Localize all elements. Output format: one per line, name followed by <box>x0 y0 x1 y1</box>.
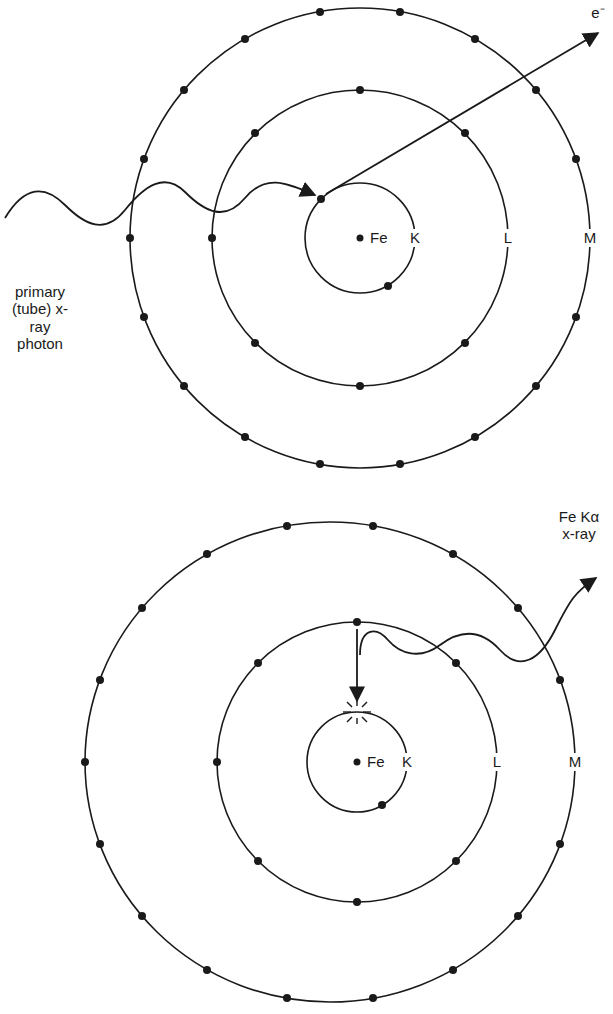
electron <box>96 840 104 848</box>
electron <box>514 604 522 612</box>
electron <box>452 659 460 667</box>
electron <box>471 433 479 441</box>
electron <box>532 382 540 390</box>
transition-arrow <box>356 629 358 701</box>
electron <box>449 550 457 558</box>
ejected-electron-arrow <box>326 33 598 194</box>
electron <box>572 155 580 163</box>
electron <box>452 857 460 865</box>
k-alpha-wave <box>360 578 596 661</box>
electron <box>384 282 392 290</box>
l-shell <box>217 622 497 902</box>
electron <box>353 898 361 906</box>
photon-wave <box>5 182 315 225</box>
element-label: Fe <box>365 753 387 770</box>
electron <box>203 966 211 974</box>
nucleus <box>354 759 361 766</box>
emission-label: Fe Kα x-ray <box>549 508 609 543</box>
electron <box>316 460 324 468</box>
top-atom-shells <box>130 8 590 468</box>
electron <box>572 313 580 321</box>
electron <box>369 522 377 530</box>
k-shell <box>307 712 407 812</box>
shell-label: M <box>567 753 584 770</box>
electron <box>180 86 188 94</box>
element-label: Fe <box>368 229 390 246</box>
electron <box>556 840 564 848</box>
electron <box>449 966 457 974</box>
burst-ray <box>362 702 367 707</box>
nucleus <box>357 235 364 242</box>
electron <box>254 857 262 865</box>
m-shell <box>85 522 575 1002</box>
bottom-electrons <box>81 522 564 1002</box>
electron <box>532 86 540 94</box>
burst-ray <box>356 718 357 724</box>
vacancy-burst <box>343 700 371 724</box>
electron <box>461 129 469 137</box>
electron <box>251 339 259 347</box>
m-shell <box>130 8 590 468</box>
photon-label: primary (tube) x-ray photon <box>8 283 72 352</box>
electron <box>514 912 522 920</box>
electron <box>138 912 146 920</box>
electron <box>254 659 262 667</box>
electron <box>356 86 364 94</box>
electron <box>138 604 146 612</box>
electron <box>396 8 404 16</box>
shell-label: L <box>491 753 503 770</box>
electron <box>316 8 324 16</box>
electron <box>356 382 364 390</box>
burst-ray <box>343 711 351 712</box>
electron <box>241 35 249 43</box>
electron <box>208 234 216 242</box>
shell-label: K <box>408 229 422 246</box>
electron <box>369 994 377 1002</box>
electron <box>140 313 148 321</box>
l-shell <box>212 90 508 386</box>
electron <box>353 618 361 626</box>
electron <box>81 758 89 766</box>
electron <box>241 433 249 441</box>
burst-ray <box>363 711 371 712</box>
k-shell <box>305 183 415 293</box>
top-electrons <box>126 8 580 468</box>
electron <box>180 382 188 390</box>
electron <box>283 522 291 530</box>
burst-ray <box>362 717 367 722</box>
shell-label: M <box>582 229 599 246</box>
burst-ray <box>347 702 352 707</box>
electron <box>140 155 148 163</box>
electron <box>556 676 564 684</box>
shell-label: L <box>502 229 514 246</box>
electron <box>317 195 325 203</box>
electron <box>126 234 134 242</box>
electron <box>378 801 386 809</box>
electron <box>461 339 469 347</box>
electron <box>396 460 404 468</box>
electron <box>471 35 479 43</box>
electron <box>203 550 211 558</box>
electron-label: e⁻ <box>589 4 606 21</box>
bottom-atom-shells <box>85 522 575 1002</box>
electron <box>96 676 104 684</box>
shell-label: K <box>400 753 414 770</box>
electron <box>213 758 221 766</box>
electron <box>251 129 259 137</box>
electron <box>283 994 291 1002</box>
burst-ray <box>356 700 357 706</box>
burst-ray <box>347 717 352 722</box>
